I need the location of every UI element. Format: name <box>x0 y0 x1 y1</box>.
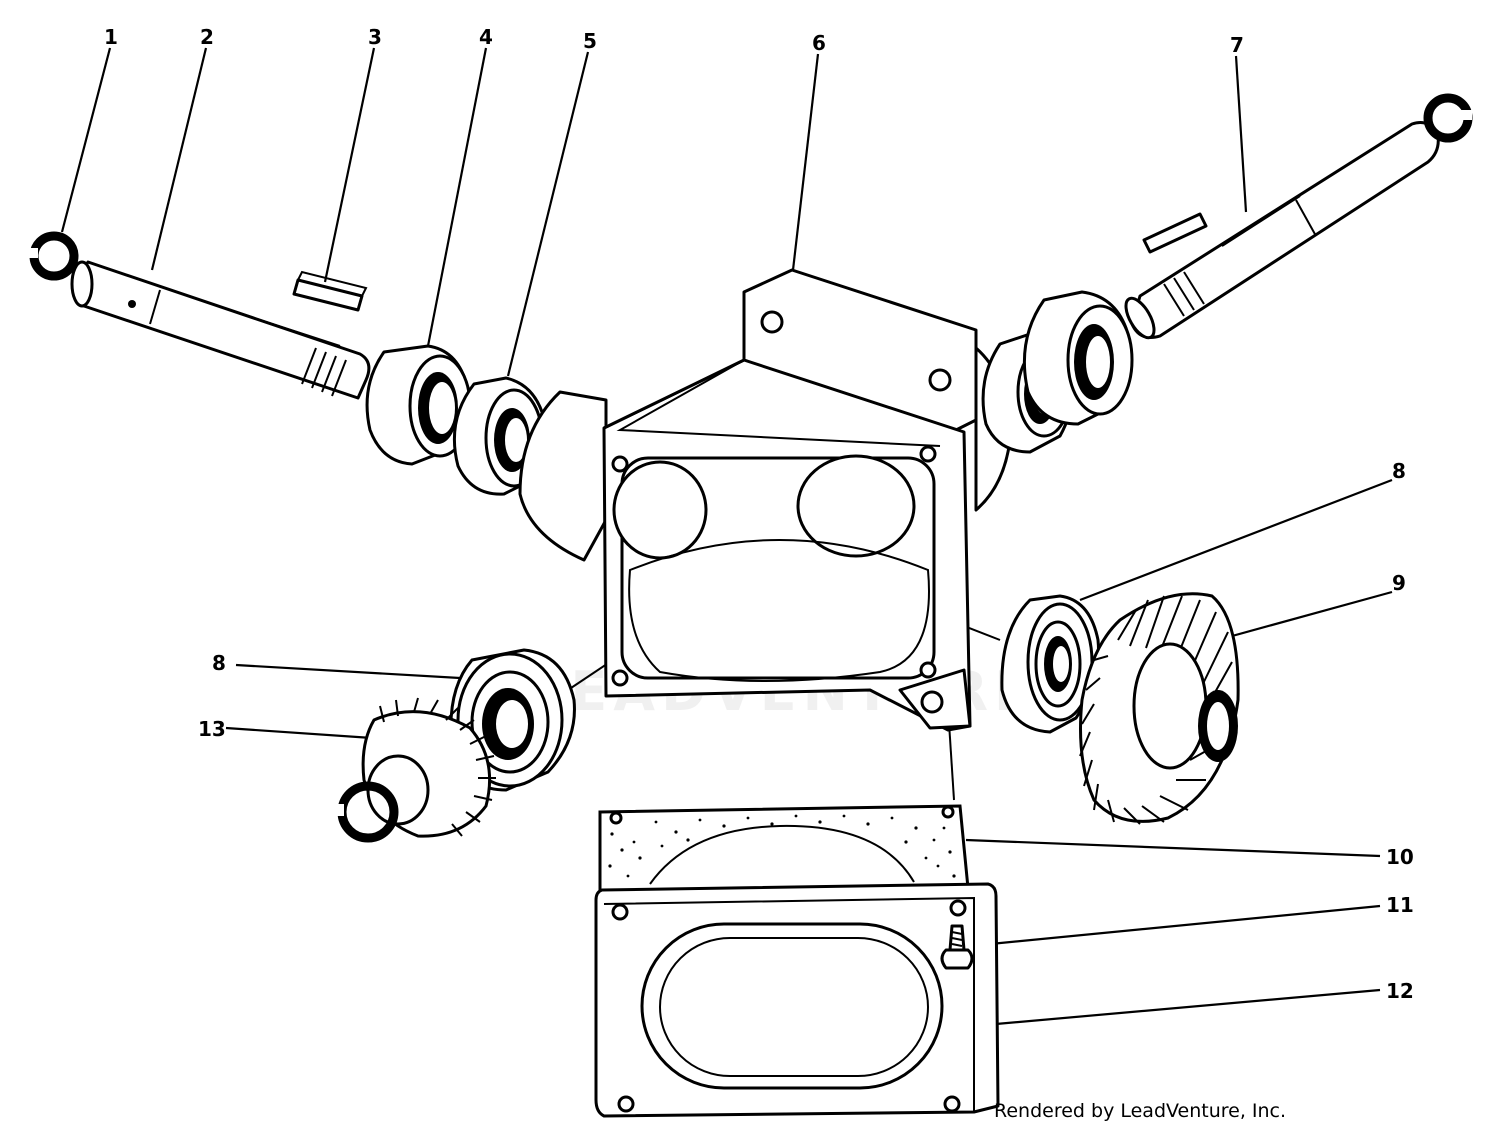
leader-5 <box>506 51 590 377</box>
leader-3 <box>323 47 376 283</box>
callout-2: 2 <box>200 25 214 49</box>
shaft-key-right <box>1142 212 1208 254</box>
render-credit: Rendered by LeadVenture, Inc. <box>994 1100 1287 1122</box>
callout-9: 9 <box>1392 571 1406 595</box>
left-shaft <box>70 260 371 400</box>
retaining-ring-left <box>28 231 79 281</box>
callout-numbers: 1 2 3 4 5 6 7 8 9 8 13 10 11 12 <box>104 25 1414 1003</box>
leader-12 <box>995 988 1381 1026</box>
leader-1 <box>60 47 112 233</box>
callout-3: 3 <box>368 25 382 49</box>
callout-5: 5 <box>583 29 597 53</box>
shaft-key-left <box>292 270 368 312</box>
retaining-ring-pinion <box>334 781 399 843</box>
callout-6: 6 <box>812 31 826 55</box>
cover-plate <box>594 882 1000 1118</box>
leader-2 <box>150 47 208 271</box>
gearbox-housing <box>518 268 1012 732</box>
leader-7 <box>1234 55 1248 213</box>
callout-8-right: 8 <box>1392 459 1406 483</box>
leader-4 <box>426 47 488 347</box>
gasket <box>598 804 970 896</box>
leader-8a <box>1079 478 1393 602</box>
callout-13: 13 <box>198 717 226 741</box>
leader-8b <box>235 663 461 680</box>
leader-9 <box>1231 590 1393 638</box>
callout-11: 11 <box>1386 893 1414 917</box>
cover-bolt <box>940 899 974 970</box>
leader-6 <box>791 53 820 271</box>
bearing-right-gear <box>1000 594 1100 734</box>
bearing-right-outer <box>1022 290 1134 426</box>
callout-1: 1 <box>104 25 118 49</box>
callout-10: 10 <box>1386 845 1414 869</box>
retaining-ring-right <box>1423 93 1473 143</box>
leader-10 <box>965 838 1381 858</box>
callout-12: 12 <box>1386 979 1414 1003</box>
leader-13 <box>225 726 373 740</box>
callout-7: 7 <box>1230 33 1244 57</box>
callout-8-left: 8 <box>212 651 226 675</box>
leader-11 <box>969 904 1381 948</box>
bevel-gear-large <box>1079 592 1240 825</box>
callout-4: 4 <box>479 25 493 49</box>
